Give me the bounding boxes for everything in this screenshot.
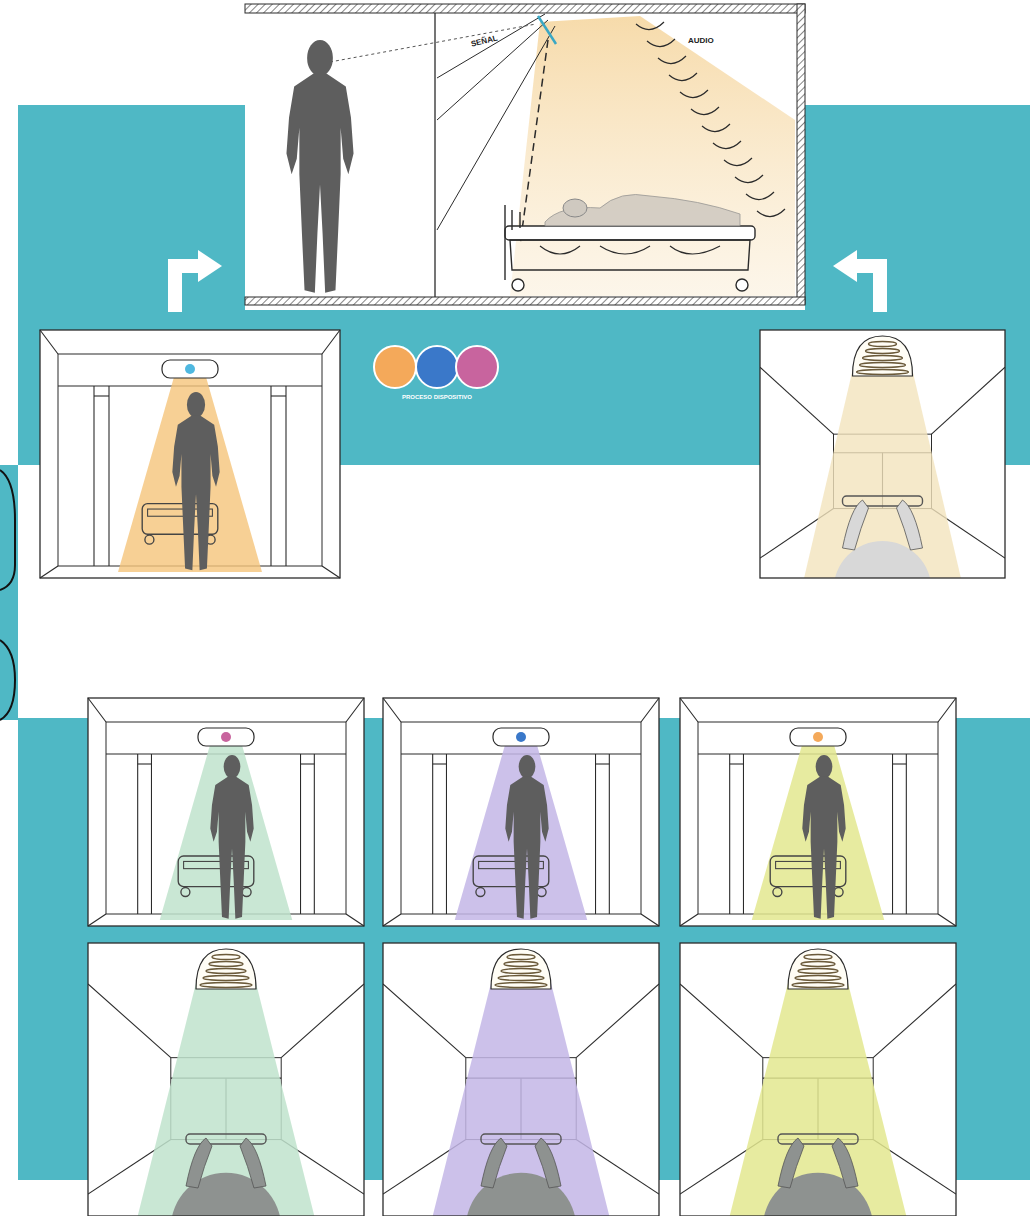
audio-wave xyxy=(757,209,785,217)
light-cone xyxy=(455,738,587,920)
room-view xyxy=(680,698,956,926)
human-figure xyxy=(286,40,353,293)
audio-wave xyxy=(724,158,752,166)
patient-head xyxy=(763,1134,873,1216)
human-figure xyxy=(172,392,219,570)
patient-head xyxy=(834,496,932,578)
lamp-dot xyxy=(185,364,195,374)
light-cone xyxy=(752,738,884,920)
room-view xyxy=(40,330,340,578)
audio-wave xyxy=(636,22,664,30)
edge-outline xyxy=(0,470,15,590)
lamp xyxy=(493,728,549,746)
audio-wave xyxy=(658,56,686,64)
overhead-view xyxy=(680,943,956,1216)
audio-wave xyxy=(746,192,774,200)
human-figure xyxy=(802,755,845,919)
audio-wave xyxy=(702,124,730,132)
audio-wave xyxy=(735,175,763,183)
patient-head xyxy=(466,1134,576,1216)
audio-wave xyxy=(691,107,719,115)
patient xyxy=(545,195,740,227)
light-cone xyxy=(118,370,262,572)
human-figure xyxy=(505,755,548,919)
colour-dot xyxy=(456,346,498,388)
beam-edge xyxy=(520,40,548,245)
lamp xyxy=(790,728,846,746)
flow-arrow-head xyxy=(198,250,222,282)
light-beam xyxy=(510,16,795,296)
room-view xyxy=(383,698,659,926)
colour-dot xyxy=(416,346,458,388)
speaker-lamp xyxy=(491,949,551,989)
audio-wave xyxy=(669,73,697,81)
audio-wave xyxy=(647,39,675,47)
lamp-dot xyxy=(221,732,231,742)
patient-head xyxy=(563,199,587,217)
teal-strip xyxy=(0,465,18,720)
lamp xyxy=(162,360,218,378)
overhead-view xyxy=(88,943,364,1216)
room-view xyxy=(88,698,364,926)
flow-arrow xyxy=(855,266,880,312)
lamp-dot xyxy=(516,732,526,742)
sight-line xyxy=(330,24,536,62)
overhead-view xyxy=(760,330,1005,639)
speaker-lamp xyxy=(196,949,256,989)
flow-arrow-head xyxy=(833,250,857,282)
human-figure xyxy=(210,755,253,919)
flow-arrow xyxy=(175,266,200,312)
audio-wave xyxy=(713,141,741,149)
light-cone xyxy=(160,738,292,920)
patient-head xyxy=(171,1134,281,1216)
teal-strip xyxy=(0,465,18,720)
signal-device xyxy=(538,16,556,44)
caption-label: PROCESO DISPOSITIVO xyxy=(402,394,472,400)
room-section xyxy=(245,4,805,310)
lamp-dot xyxy=(813,732,823,742)
overhead-view xyxy=(383,943,659,1216)
audio-wave xyxy=(680,90,708,98)
illustration-label: AUDIO xyxy=(688,36,714,45)
speaker-lamp xyxy=(788,949,848,989)
speaker-lamp xyxy=(853,336,913,376)
edge-outline xyxy=(0,640,15,720)
colour-dot xyxy=(374,346,416,388)
illustration-label: SEÑAL xyxy=(470,33,498,48)
lamp xyxy=(198,728,254,746)
